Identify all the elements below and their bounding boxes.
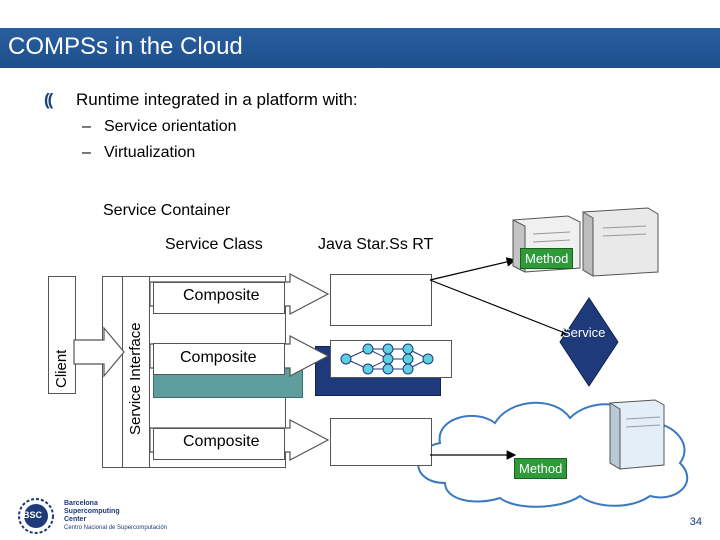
- subbullet-service-orientation: Service orientation: [104, 118, 237, 135]
- bsc-logo-icon: [18, 498, 54, 534]
- composite-box-2-front: [153, 343, 285, 375]
- logo-line-2: Supercomputing: [64, 508, 120, 515]
- client-to-interface-arrow: [73, 326, 125, 378]
- bsc-logo-text: Barcelona Supercomputing Center Centro N…: [64, 500, 167, 532]
- bullet-icon: ((: [44, 90, 53, 109]
- client-bar: [48, 276, 76, 394]
- main-bullet: Runtime integrated in a platform with:: [76, 90, 358, 109]
- title-bar: [0, 28, 720, 68]
- task-node: [340, 353, 352, 365]
- composite-label-3-front: Composite: [183, 433, 260, 450]
- slide-title: COMPSs in the Cloud: [8, 33, 243, 60]
- dash-icon: –: [82, 144, 91, 161]
- subbullet-virtualization: Virtualization: [104, 144, 196, 161]
- service-interface-bar: [122, 276, 150, 468]
- task-node: [422, 353, 434, 365]
- task-node: [362, 343, 374, 355]
- service-class-label: Service Class: [165, 236, 263, 253]
- method-tag-bottom: Method: [514, 458, 568, 479]
- task-node: [382, 363, 394, 375]
- runtime-label: Java Star.Ss RT: [318, 236, 434, 253]
- cloud-server-icon: [609, 399, 665, 470]
- service-label: Service: [562, 325, 606, 340]
- page-number: 34: [689, 516, 702, 528]
- task-graph: [340, 343, 434, 375]
- runtime-box-3: [330, 418, 432, 466]
- logo-line-4: Centro Nacional de Supercomputación: [64, 525, 168, 531]
- dash-icon: –: [82, 118, 91, 135]
- service-container-label: Service Container: [103, 202, 231, 219]
- client-label: Client: [53, 349, 70, 388]
- bsc-logo-acronym: BSC: [23, 510, 43, 520]
- composite-box-1-front: [153, 282, 285, 314]
- logo-line-3: Center: [64, 516, 87, 523]
- logo-line-1: Barcelona: [64, 500, 98, 507]
- composite-label-2-front: Composite: [180, 349, 257, 366]
- task-node: [362, 363, 374, 375]
- task-node: [402, 363, 414, 375]
- runtime-box-1: [330, 274, 432, 326]
- service-diamond-icon: [559, 297, 619, 387]
- connection-lines: [429, 257, 572, 460]
- composite-label-1-front: Composite: [183, 287, 260, 304]
- composite-box-3-front: [153, 428, 285, 460]
- method-tag-top: Method: [520, 248, 574, 269]
